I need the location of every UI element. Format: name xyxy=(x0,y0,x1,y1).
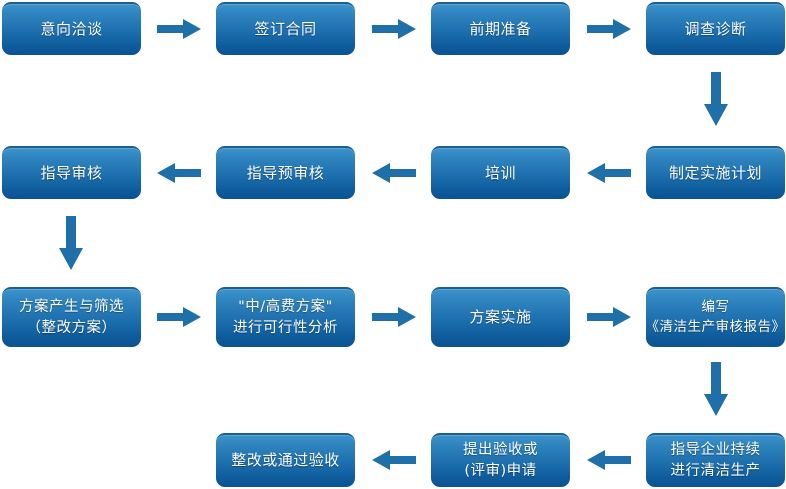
arrow-right-icon-a11 xyxy=(587,305,631,329)
node-label-line: 前期准备 xyxy=(469,19,532,38)
node-label-line: 指导预审核 xyxy=(246,163,325,182)
node-label-line: 指导企业持续 xyxy=(670,441,761,458)
node-label-line: （整改方案） xyxy=(26,320,117,336)
process-node-n7[interactable]: 指导预审核 xyxy=(216,146,355,199)
node-label-line: 培训 xyxy=(484,163,516,182)
process-node-n6[interactable]: 培训 xyxy=(431,146,570,199)
arrow-down-icon-a12 xyxy=(703,362,729,416)
process-node-n11[interactable]: 方案实施 xyxy=(431,287,570,347)
arrow-right-icon-a10 xyxy=(372,305,416,329)
process-node-n13[interactable]: 指导企业持续 进行清洁生产 xyxy=(646,433,785,487)
arrow-down-icon-a8 xyxy=(58,216,84,270)
node-label-line: (评审)申请 xyxy=(464,463,537,479)
node-label-line: 整改或通过验收 xyxy=(231,451,340,470)
node-label-line: 指导审核 xyxy=(40,163,103,182)
process-node-n1[interactable]: 意向洽谈 xyxy=(2,2,141,55)
node-label-line: 制定实施计划 xyxy=(668,163,762,182)
node-label-line: 方案产生与筛选 xyxy=(19,298,124,315)
process-node-n3[interactable]: 前期准备 xyxy=(431,2,570,55)
node-label-line: 进行清洁生产 xyxy=(670,463,761,479)
process-node-n8[interactable]: 指导审核 xyxy=(2,146,141,199)
arrow-left-icon-a14 xyxy=(372,448,416,472)
process-node-n5[interactable]: 制定实施计划 xyxy=(646,146,785,199)
arrow-right-icon-a3 xyxy=(587,17,631,41)
node-label-line: 签订合同 xyxy=(254,19,317,38)
process-node-n14[interactable]: 提出验收或 (评审)申请 xyxy=(431,433,570,487)
arrow-left-icon-a7 xyxy=(157,161,201,185)
process-node-n2[interactable]: 签订合同 xyxy=(216,2,355,55)
arrow-right-icon-a1 xyxy=(157,17,201,41)
node-label-line: 《清洁生产审核报告》 xyxy=(645,319,786,335)
arrow-left-icon-a5 xyxy=(587,161,631,185)
process-node-n9[interactable]: 方案产生与筛选 （整改方案） xyxy=(2,287,141,347)
node-label-line: 调查诊断 xyxy=(684,19,747,38)
node-label-line: 方案实施 xyxy=(469,308,532,327)
arrow-left-icon-a6 xyxy=(372,161,416,185)
arrow-down-icon-a4 xyxy=(703,72,729,126)
node-label-line: 提出验收或 xyxy=(463,441,538,458)
process-node-n4[interactable]: 调查诊断 xyxy=(646,2,785,55)
process-node-n12[interactable]: 编写 《清洁生产审核报告》 xyxy=(646,287,785,347)
process-node-n15[interactable]: 整改或通过验收 xyxy=(216,433,355,487)
node-label-line: "中/高费方案" xyxy=(238,298,333,315)
node-label-line: 意向洽谈 xyxy=(40,19,103,38)
arrow-right-icon-a2 xyxy=(372,17,416,41)
process-node-n10[interactable]: "中/高费方案" 进行可行性分析 xyxy=(216,287,355,347)
node-label-line: 进行可行性分析 xyxy=(233,320,338,336)
arrow-right-icon-a9 xyxy=(157,305,201,329)
node-label-line: 编写 xyxy=(701,299,730,316)
arrow-left-icon-a13 xyxy=(587,448,631,472)
